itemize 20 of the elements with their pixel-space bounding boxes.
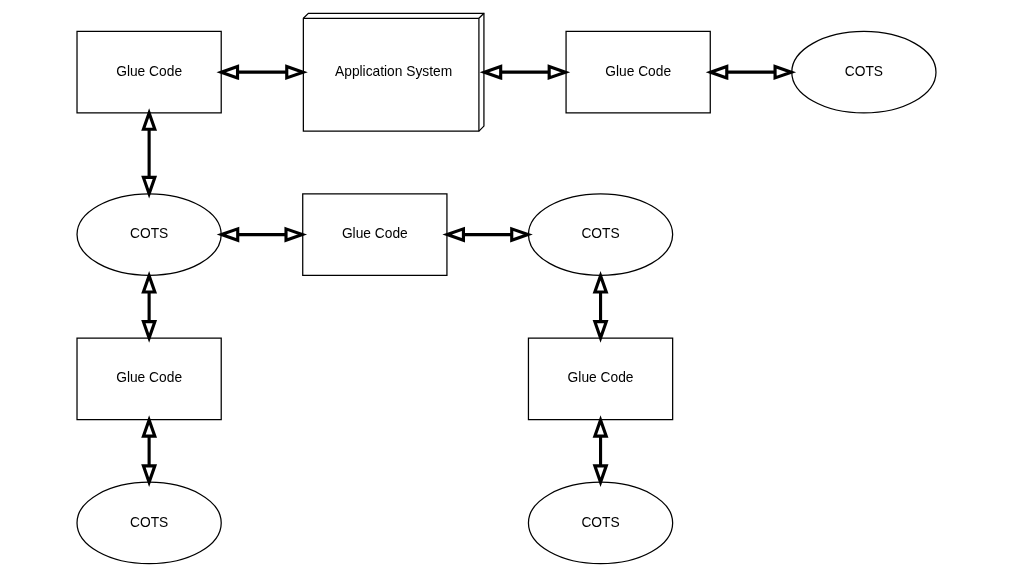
node-ellipse: COTS bbox=[527, 481, 674, 565]
node-box: Glue Code bbox=[565, 30, 711, 114]
arrow bbox=[141, 415, 158, 487]
node-ellipse: COTS bbox=[76, 193, 222, 276]
node-box: Glue Code bbox=[527, 337, 674, 421]
node-ellipse: COTS bbox=[527, 193, 674, 276]
arrow bbox=[216, 64, 308, 81]
node-ellipse: COTS bbox=[791, 30, 937, 114]
arrow bbox=[592, 415, 609, 487]
arrow bbox=[442, 226, 533, 243]
arrow bbox=[141, 270, 158, 343]
node-box: Glue Code bbox=[302, 193, 448, 276]
arrow bbox=[479, 64, 571, 81]
node-ellipse: COTS bbox=[76, 481, 222, 565]
arrow bbox=[705, 64, 797, 81]
arrow bbox=[216, 226, 308, 243]
arrow bbox=[592, 270, 609, 343]
node-box: Glue Code bbox=[76, 30, 222, 114]
arrow bbox=[141, 108, 158, 199]
node-box: Glue Code bbox=[76, 337, 222, 421]
